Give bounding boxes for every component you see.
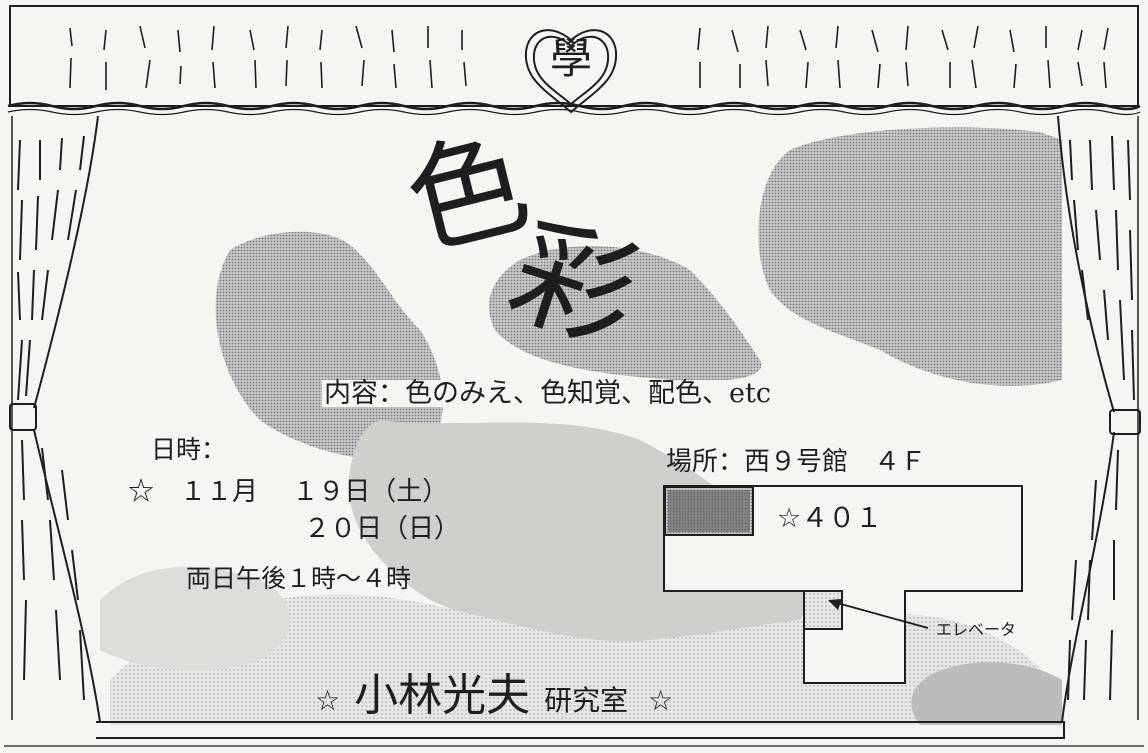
- emblem-glyph: 學: [549, 34, 592, 83]
- lab-line: ☆ 小林光夫 研究室 ☆: [315, 674, 673, 720]
- lab-room: 研究室: [544, 684, 629, 717]
- school-emblem: [524, 29, 618, 114]
- shade-blob-lower-left: [100, 566, 290, 671]
- lab-star-right: ☆: [648, 684, 674, 717]
- room-401-fill: [668, 490, 750, 532]
- valance: [9, 5, 1139, 107]
- datetime-row-2: ２０日（日）: [304, 514, 461, 544]
- contents-line: 内容：色のみえ、色知覚、配色、etc: [322, 378, 773, 409]
- right-curtain: [1057, 115, 1141, 723]
- elevator-label: エレベータ: [936, 620, 1017, 639]
- shade-blob-top-right: [758, 127, 1062, 386]
- elevator-arrow-head: [828, 599, 842, 610]
- datetime-row-1: ☆ １１月 １９日（土）: [128, 477, 449, 507]
- shade-blob-middle: [348, 420, 808, 657]
- room-number: ☆４０１: [777, 503, 883, 534]
- place-label: 場所：西９号館 ４Ｆ: [666, 447, 927, 477]
- left-curtain: [9, 115, 101, 723]
- lab-name: 小林光夫: [354, 670, 531, 721]
- shade-blob-center: [489, 246, 762, 381]
- valance-folds: [69, 25, 1109, 90]
- lab-star-left: ☆: [315, 684, 341, 717]
- stage-floor: [96, 721, 1065, 739]
- valance-wavy-edge: [7, 101, 1141, 111]
- shade-blob-right-bottom: [911, 662, 1062, 725]
- datetime-hours: 両日午後１時～４時: [186, 564, 412, 593]
- valance-wavy-edge-inner: [7, 108, 1141, 116]
- elevator-arrow: [829, 600, 929, 629]
- elevator-box: [803, 590, 843, 630]
- datetime-label: 日時：: [151, 435, 227, 464]
